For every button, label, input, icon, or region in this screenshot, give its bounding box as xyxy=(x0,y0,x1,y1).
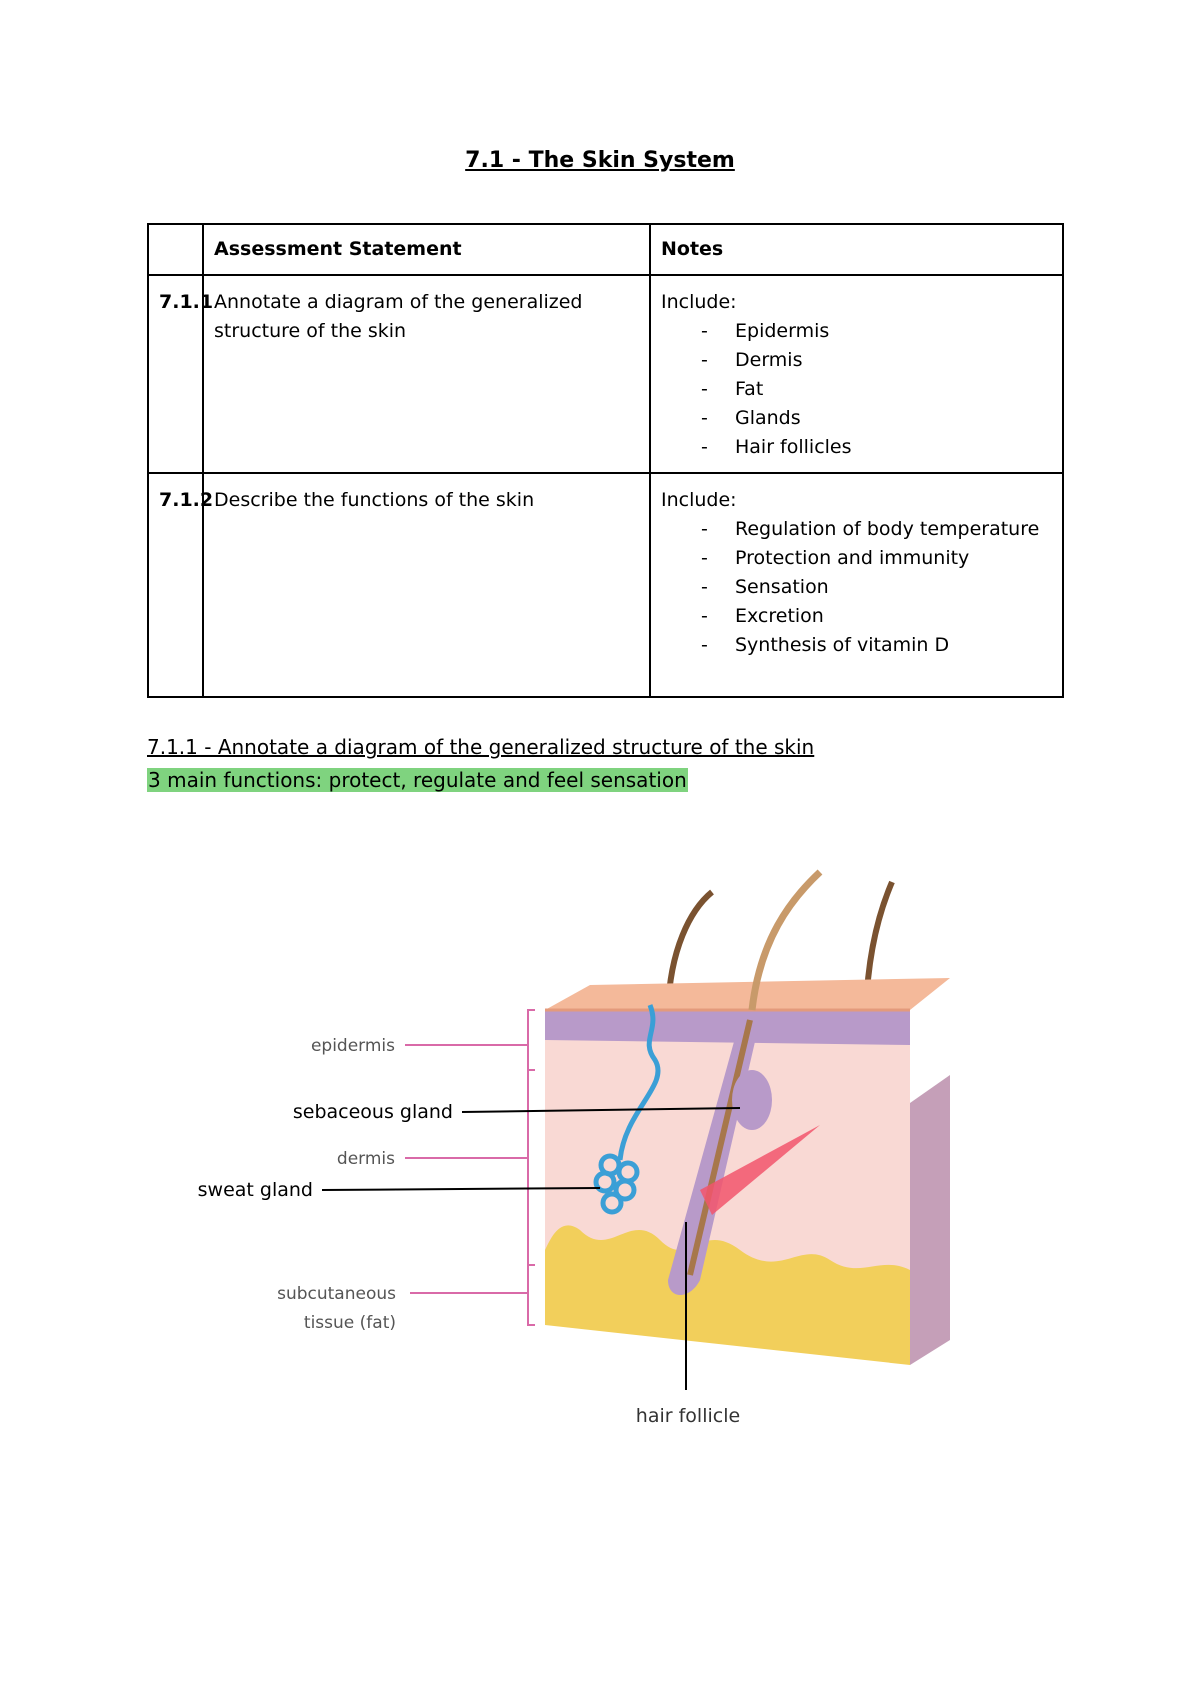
header-statement: Assessment Statement xyxy=(202,223,651,276)
skin-top-surface xyxy=(545,978,950,1010)
table-row: 7.1.1 Annotate a diagram of the generali… xyxy=(147,274,1064,474)
label-subcutaneous: subcutaneous xyxy=(277,1284,396,1304)
skin-block-side xyxy=(910,1075,950,1365)
highlighted-summary: 3 main functions: protect, regulate and … xyxy=(147,768,688,792)
list-item: Synthesis of vitamin D xyxy=(701,631,1052,660)
sweat-duct xyxy=(617,1004,661,1161)
table-header-row: Assessment Statement Notes xyxy=(147,223,1064,276)
label-sweat-gland: sweat gland xyxy=(198,1179,313,1201)
notes-cell: Include: Regulation of body temperature … xyxy=(649,472,1064,698)
statement-id: 7.1.2 xyxy=(147,472,213,698)
hair-root xyxy=(687,1019,753,1276)
list-item: Hair follicles xyxy=(701,433,1052,462)
statement-text: Describe the functions of the skin xyxy=(202,472,651,698)
notes-cell: Include: Epidermis Dermis Fat Glands Hai… xyxy=(649,274,1064,474)
sweat-pointer xyxy=(321,1187,601,1191)
list-item: Regulation of body temperature xyxy=(701,515,1052,544)
label-dermis: dermis xyxy=(337,1149,395,1169)
page-title: 7.1 - The Skin System xyxy=(465,148,735,173)
sweat-gland-coil xyxy=(593,1153,640,1215)
notes-list: Regulation of body temperature Protectio… xyxy=(661,515,1052,660)
notes-intro: Include: xyxy=(661,291,737,313)
table-row: 7.1.2 Describe the functions of the skin… xyxy=(147,472,1064,698)
notes-intro: Include: xyxy=(661,489,737,511)
list-item: Epidermis xyxy=(701,317,1052,346)
header-notes: Notes xyxy=(649,223,1064,276)
assessment-table: Assessment Statement Notes 7.1.1 Annotat… xyxy=(147,223,1064,698)
arrector-muscle xyxy=(700,1125,820,1215)
header-id xyxy=(147,223,204,276)
label-epidermis: epidermis xyxy=(311,1036,395,1056)
section-heading: 7.1.1 - Annotate a diagram of the genera… xyxy=(147,735,815,759)
statement-id: 7.1.1 xyxy=(147,274,213,474)
layer-bracket xyxy=(527,1009,535,1326)
list-item: Fat xyxy=(701,375,1052,404)
list-item: Excretion xyxy=(701,602,1052,631)
label-hair-follicle: hair follicle xyxy=(636,1405,740,1427)
label-tissue-fat: tissue (fat) xyxy=(304,1313,396,1333)
label-sebaceous-gland: sebaceous gland xyxy=(293,1101,453,1123)
epidermis-layer xyxy=(545,1010,910,1045)
list-item: Protection and immunity xyxy=(701,544,1052,573)
list-item: Dermis xyxy=(701,346,1052,375)
list-item: Sensation xyxy=(701,573,1052,602)
notes-list: Epidermis Dermis Fat Glands Hair follicl… xyxy=(661,317,1052,462)
statement-text: Annotate a diagram of the generalized st… xyxy=(202,274,651,474)
sebaceous-gland-shape xyxy=(732,1070,772,1130)
skin-structure-diagram: epidermis sebaceous gland dermis sweat g… xyxy=(198,869,950,1427)
hair-shaft xyxy=(748,869,823,1011)
list-item: Glands xyxy=(701,404,1052,433)
sebaceous-pointer xyxy=(461,1107,741,1113)
